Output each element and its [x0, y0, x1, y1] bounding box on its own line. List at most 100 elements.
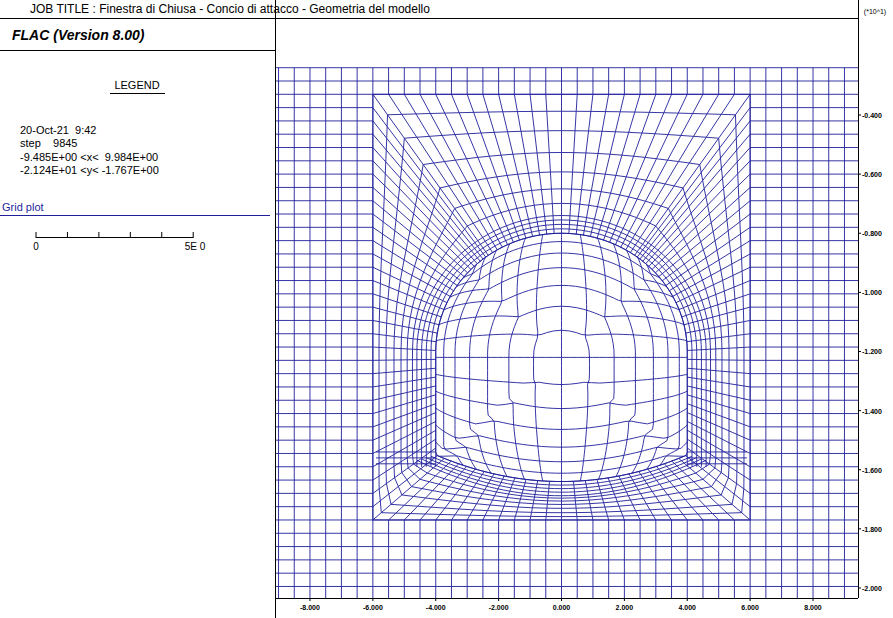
grid-line [640, 520, 641, 598]
grid-line [276, 480, 373, 481]
grid-line [750, 293, 858, 294]
grid-line [373, 430, 436, 466]
grid-line [530, 520, 531, 598]
grid-line [470, 233, 654, 271]
grid-line [276, 240, 373, 241]
grid-line [276, 546, 858, 547]
grid-line [276, 453, 373, 454]
grid-line [394, 152, 729, 508]
grid-line [687, 451, 747, 452]
grid-line [750, 267, 858, 268]
scale-tick [36, 232, 37, 238]
grid-line [450, 268, 674, 298]
y-axis-value: -2.000 [862, 584, 882, 591]
axis-line [858, 0, 859, 598]
grid-line [604, 94, 656, 240]
y-axis-value: -1.000 [862, 289, 882, 296]
y-axis-value: -0.800 [862, 230, 882, 237]
grid-line [341, 68, 342, 598]
grid-line [687, 448, 750, 493]
grid-line [276, 333, 373, 334]
axis-tick [687, 598, 688, 601]
grid-line [431, 229, 692, 485]
grid-line [750, 200, 858, 201]
x-axis-value: -4.000 [426, 604, 446, 611]
grid-line [530, 68, 531, 95]
grid-line [373, 174, 471, 269]
grid-line [750, 347, 858, 348]
grid-line [662, 214, 750, 281]
grid-line [463, 242, 660, 278]
x-axis-value: -6.000 [363, 604, 383, 611]
grid-line [276, 267, 373, 268]
grid-line [686, 320, 750, 333]
axis-tick [624, 598, 625, 601]
grid-line [451, 94, 513, 242]
grid-line [734, 68, 735, 95]
grid-line [379, 111, 744, 516]
legend-underline [110, 93, 165, 94]
grid-line [750, 280, 858, 281]
grid-line [750, 240, 858, 241]
grid-line [276, 160, 373, 161]
grid-line [373, 448, 436, 493]
grid-line [653, 271, 687, 461]
grid-line [561, 520, 562, 598]
axis-multiplier: (*10^1) [864, 8, 886, 15]
grid-line [608, 478, 624, 520]
grid-line [444, 264, 477, 465]
grid-line [276, 67, 858, 68]
grid-line [592, 520, 593, 598]
grid-line [276, 174, 373, 175]
grid-line [278, 68, 279, 598]
grid-line [687, 368, 750, 373]
grid-line [467, 68, 468, 95]
grid-line [276, 440, 373, 441]
grid-line [750, 107, 858, 108]
grid-line [750, 214, 858, 215]
x-axis-value: 0.000 [553, 604, 571, 611]
grid-line [750, 320, 858, 321]
grid-line [276, 533, 858, 534]
grid-line [376, 463, 436, 464]
grid-line [444, 285, 679, 310]
axis-tick [858, 469, 861, 470]
grid-line [373, 254, 450, 296]
grid-line [276, 360, 373, 361]
plot-type: Grid plot [2, 202, 44, 213]
grid-line [514, 68, 515, 95]
axis-tick [858, 587, 861, 588]
axis-tick [813, 598, 814, 601]
grid-line [467, 520, 468, 598]
grid-line [687, 413, 750, 441]
grid-line [509, 238, 525, 479]
grid-line [373, 377, 436, 387]
grid-line [640, 121, 750, 259]
grid-line [373, 214, 461, 281]
grid-line [276, 559, 858, 560]
grid-line [797, 68, 798, 598]
grid-line [687, 359, 750, 361]
grid-line [576, 94, 593, 234]
grid-line [276, 120, 373, 121]
grid-line [276, 253, 373, 254]
grid-line [373, 347, 436, 350]
mesh [276, 68, 858, 598]
grid-line [781, 68, 782, 598]
grid-line [655, 520, 656, 598]
grid-line [635, 94, 750, 255]
grid-line [412, 203, 710, 498]
x-axis-value: 8.000 [804, 604, 822, 611]
axis-tick [858, 233, 861, 234]
axis-tick [858, 351, 861, 352]
grid-line [671, 68, 672, 95]
axis-tick [858, 174, 861, 175]
grid-line [407, 189, 716, 501]
grid-line [373, 94, 488, 255]
grid-line [659, 201, 750, 277]
grid-line [514, 520, 515, 598]
grid-line [482, 520, 483, 598]
grid-line [276, 320, 373, 321]
grid-line [388, 520, 389, 598]
